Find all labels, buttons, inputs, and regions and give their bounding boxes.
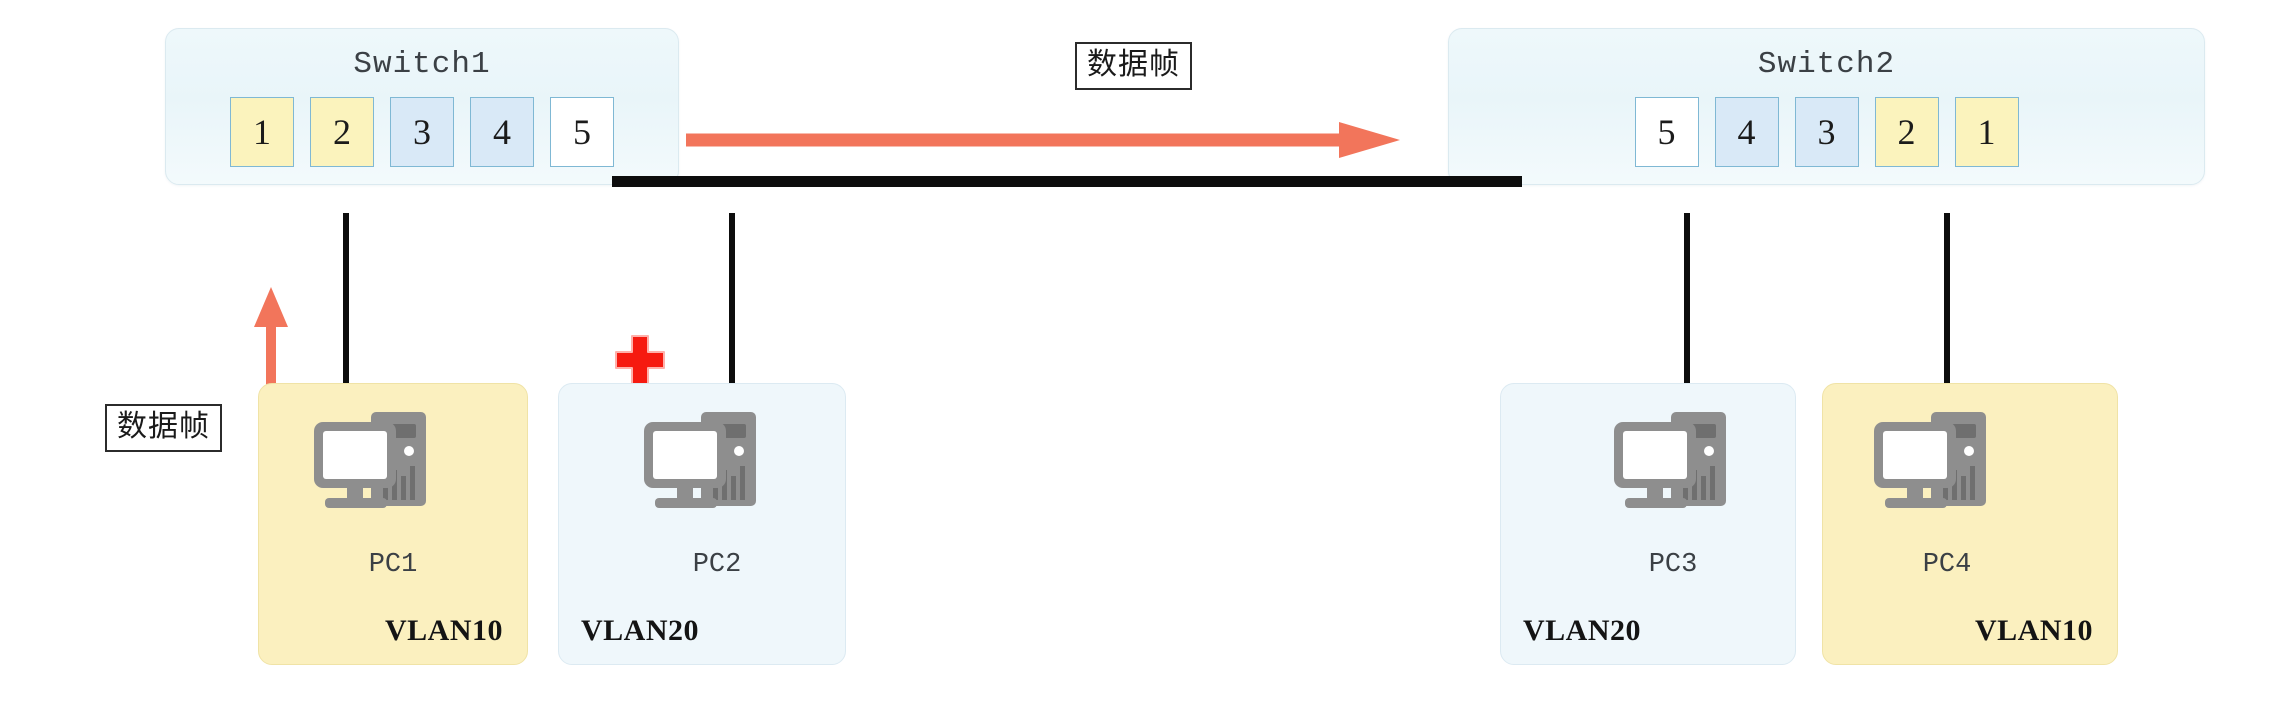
- switch1-port-3[interactable]: 3: [390, 97, 454, 167]
- host-box-pc2[interactable]: PC2 VLAN20: [558, 383, 846, 665]
- cable-switch1port1-to-pc1: [343, 213, 349, 443]
- host-box-pc3[interactable]: PC3 VLAN20: [1500, 383, 1796, 665]
- cable-switch2port4-to-pc3: [1684, 213, 1690, 443]
- switch1-port-4[interactable]: 4: [470, 97, 534, 167]
- switch1-title: Switch1: [353, 47, 491, 82]
- host-box-pc1[interactable]: PC1 VLAN10: [258, 383, 528, 665]
- switch2-port-3[interactable]: 3: [1794, 97, 1859, 167]
- computer-icon: [1614, 412, 1726, 508]
- switch1-port-2[interactable]: 2: [310, 97, 374, 167]
- switch2-port-2[interactable]: 2: [1874, 97, 1939, 167]
- switch1-port-row: 1 2 3 4 5: [166, 97, 678, 167]
- switch1-port-5[interactable]: 5: [550, 97, 614, 167]
- switch2-port-row: 5 4 3 2 1: [1449, 97, 2204, 167]
- cable-switch1port4-to-pc2: [729, 213, 735, 443]
- switch1-chassis[interactable]: Switch1 1 2 3 4 5: [165, 28, 679, 185]
- vlan-tag-pc2: VLAN20: [581, 614, 700, 647]
- host-label-pc4: PC4: [1922, 550, 1972, 580]
- cable-switch2port2-to-pc4: [1944, 213, 1950, 443]
- host-label-pc3: PC3: [1648, 550, 1698, 580]
- switch2-port-1[interactable]: 1: [1954, 97, 2019, 167]
- frame-label-top: 数据帧: [1075, 42, 1192, 90]
- blocked-cross-icon: [615, 335, 665, 385]
- switch2-chassis[interactable]: Switch2 5 4 3 2 1: [1448, 28, 2205, 185]
- switch2-title: Switch2: [1757, 47, 1896, 82]
- frame-direction-arrow-right: [686, 122, 1400, 158]
- computer-icon: [1874, 412, 1986, 508]
- host-label-pc1: PC1: [368, 550, 418, 580]
- frame-label-left: 数据帧: [105, 404, 222, 452]
- host-box-pc4[interactable]: PC4 VLAN10: [1822, 383, 2118, 665]
- switch1-port-1[interactable]: 1: [230, 97, 294, 167]
- vlan-tag-pc3: VLAN20: [1523, 614, 1642, 647]
- vlan-tag-pc4: VLAN10: [1974, 614, 2093, 647]
- switch2-port-5[interactable]: 5: [1634, 97, 1699, 167]
- computer-icon: [314, 412, 426, 508]
- vlan-tag-pc1: VLAN10: [384, 614, 503, 647]
- switch2-port-4[interactable]: 4: [1714, 97, 1779, 167]
- host-label-pc2: PC2: [692, 550, 742, 580]
- computer-icon: [644, 412, 756, 508]
- trunk-cable: [612, 176, 1522, 187]
